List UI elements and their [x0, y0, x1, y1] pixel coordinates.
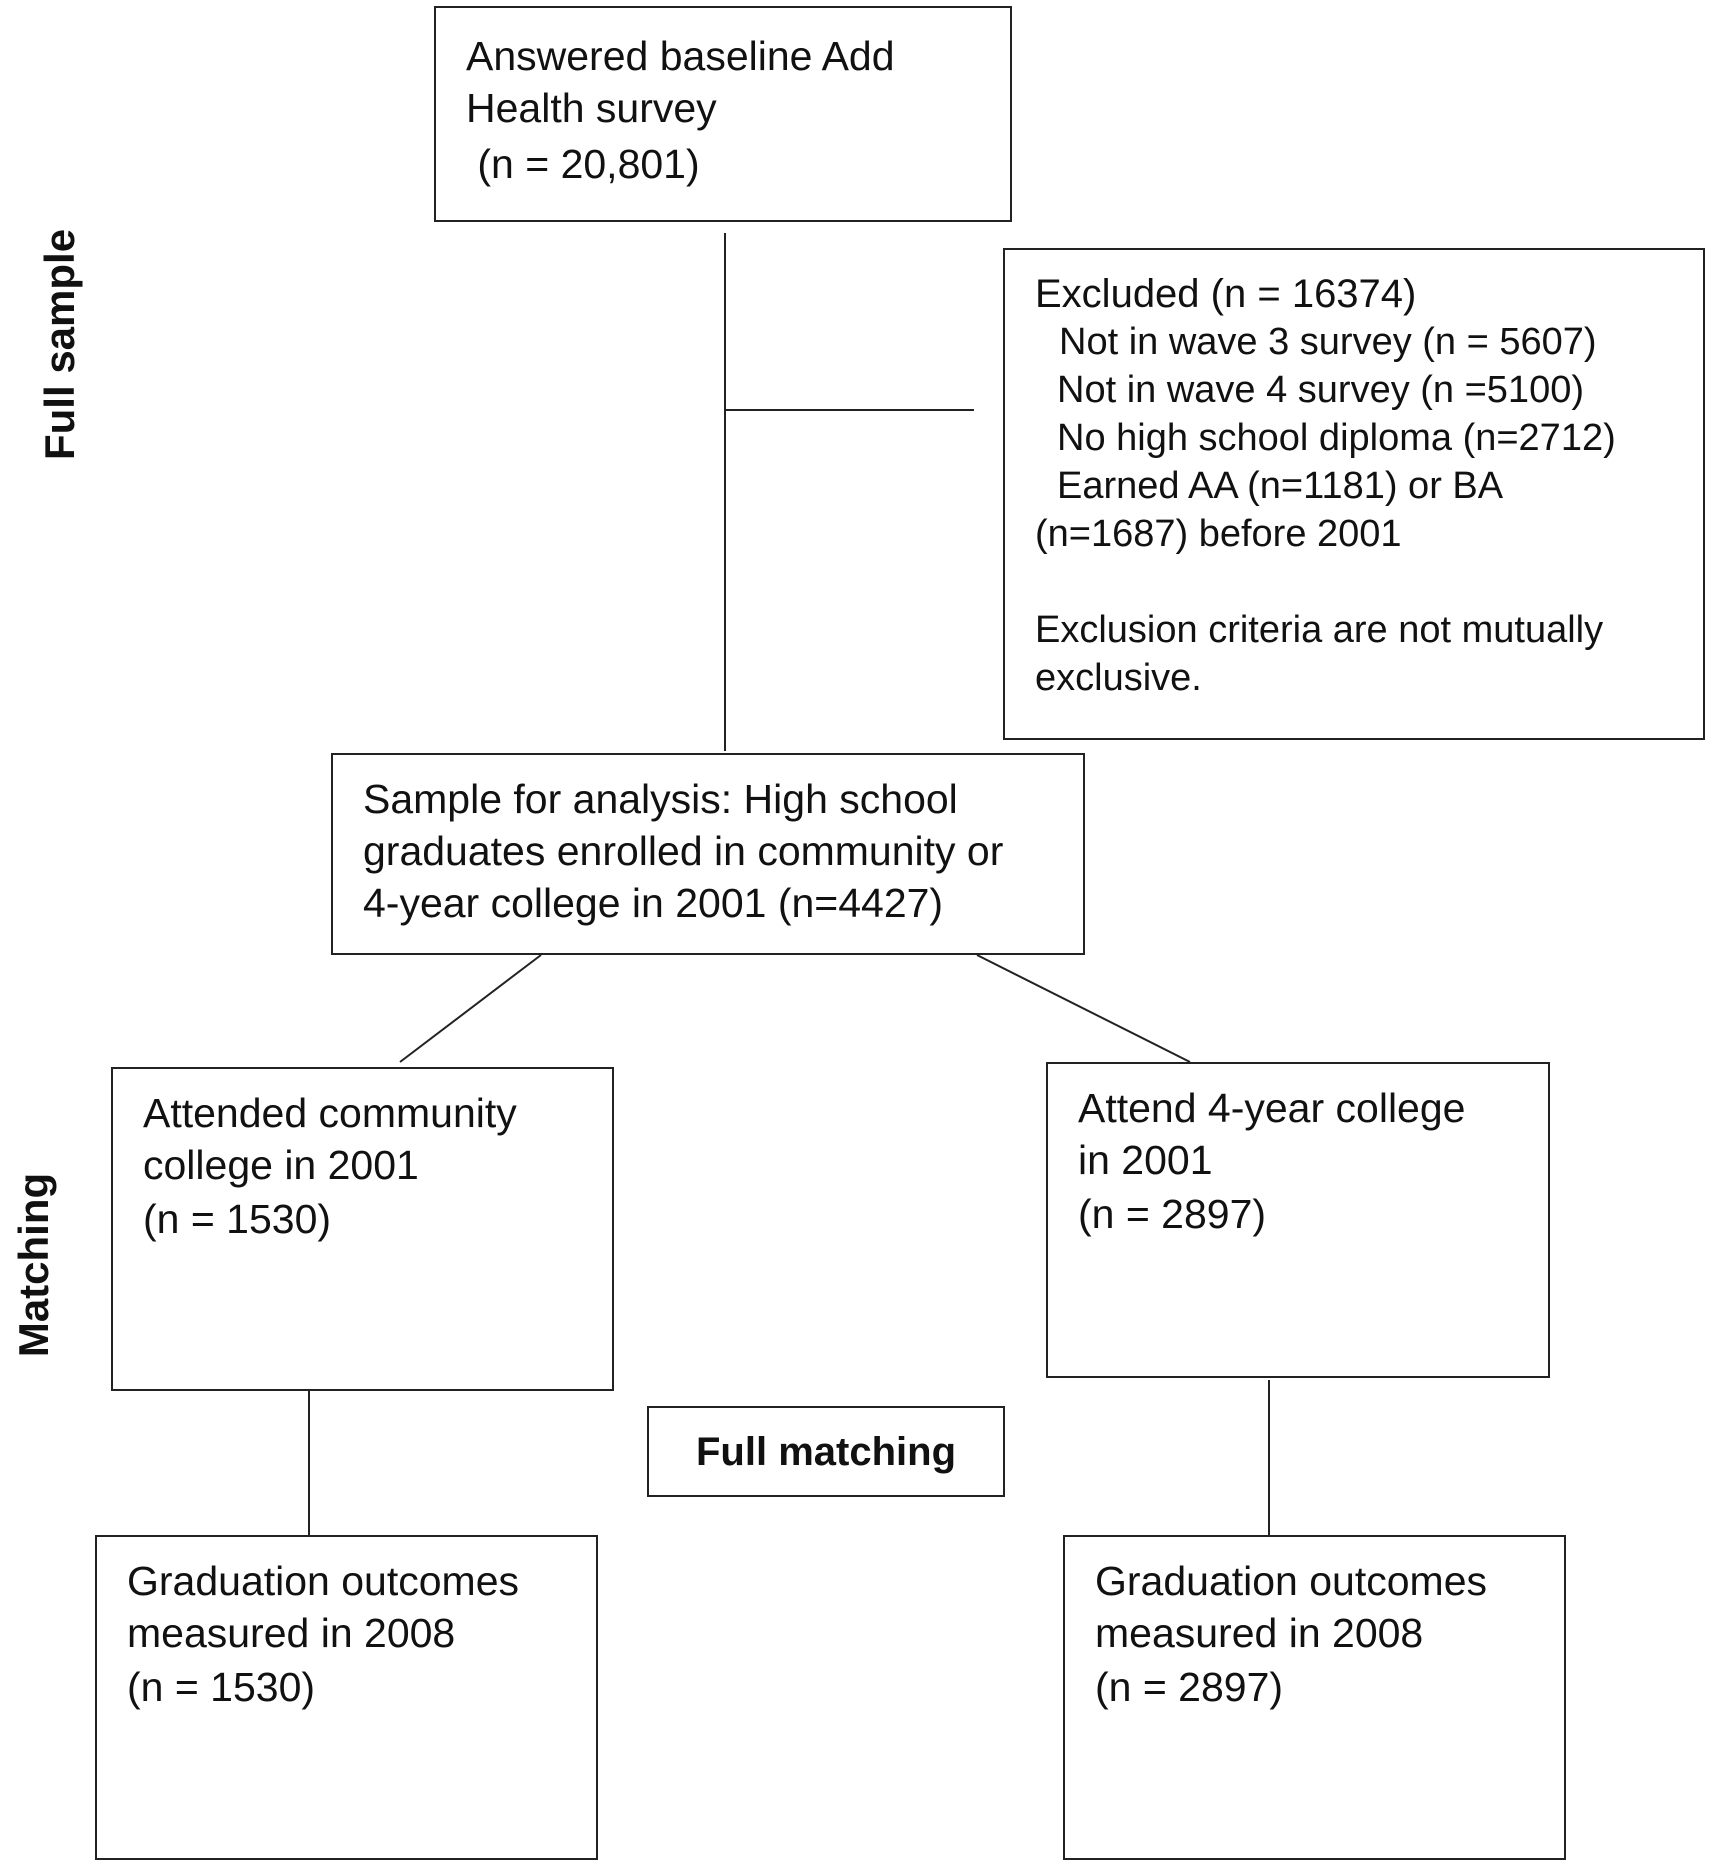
excluded-box: Excluded (n = 16374) Not in wave 3 surve…: [1003, 248, 1705, 740]
sample-line-3: 4-year college in 2001 (n=4427): [363, 880, 944, 926]
grad-left-line-1: Graduation outcomes: [127, 1558, 520, 1604]
grad-left-line-2: measured in 2008: [127, 1610, 456, 1656]
full-matching-box: Full matching: [647, 1406, 1005, 1497]
excluded-item-1: Not in wave 3 survey (n = 5607): [1059, 321, 1597, 363]
fouryear-college-box: Attend 4-year college in 2001 (n = 2897): [1046, 1062, 1550, 1378]
excluded-item-4: Earned AA (n=1181) or BA: [1057, 465, 1504, 507]
connector-baseline-to-sample: [724, 233, 726, 751]
fouryear-line-1: Attend 4-year college: [1078, 1085, 1466, 1131]
branch-line-right: [976, 954, 1191, 1063]
community-line-2: college in 2001: [143, 1142, 419, 1188]
grad-right-line-2: measured in 2008: [1095, 1610, 1424, 1656]
excluded-note-1: Exclusion criteria are not mutually: [1035, 609, 1604, 651]
excluded-item-2: Not in wave 4 survey (n =5100): [1057, 369, 1584, 411]
community-line-1: Attended community: [143, 1090, 517, 1136]
grad-outcomes-right-box: Graduation outcomes measured in 2008 (n …: [1063, 1535, 1566, 1860]
fouryear-line-3: (n = 2897): [1078, 1191, 1267, 1237]
full-matching-label: Full matching: [696, 1430, 956, 1474]
sample-line-1: Sample for analysis: High school: [363, 776, 958, 822]
baseline-line-3: (n = 20,801): [466, 141, 700, 187]
connector-community-to-grad: [308, 1390, 310, 1535]
excluded-title: Excluded (n = 16374): [1035, 272, 1417, 316]
connector-to-excluded: [724, 409, 974, 411]
connector-fouryear-to-grad: [1268, 1380, 1270, 1535]
community-line-3: (n = 1530): [143, 1196, 332, 1242]
community-college-box: Attended community college in 2001 (n = …: [111, 1067, 614, 1391]
baseline-line-2: Health survey: [466, 85, 717, 131]
sample-line-2: graduates enrolled in community or: [363, 828, 1004, 874]
grad-outcomes-left-box: Graduation outcomes measured in 2008 (n …: [95, 1535, 598, 1860]
fouryear-line-2: in 2001: [1078, 1137, 1213, 1183]
excluded-item-3: No high school diploma (n=2712): [1057, 417, 1616, 459]
excluded-note-2: exclusive.: [1035, 657, 1202, 699]
excluded-item-4-cont: (n=1687) before 2001: [1035, 513, 1402, 555]
baseline-line-1: Answered baseline Add: [466, 33, 895, 79]
sample-box: Sample for analysis: High school graduat…: [331, 753, 1085, 955]
branch-line-left: [399, 954, 542, 1063]
grad-right-line-3: (n = 2897): [1095, 1664, 1284, 1710]
grad-left-line-3: (n = 1530): [127, 1664, 316, 1710]
baseline-box: Answered baseline Add Health survey (n =…: [434, 6, 1012, 222]
grad-right-line-1: Graduation outcomes: [1095, 1558, 1488, 1604]
